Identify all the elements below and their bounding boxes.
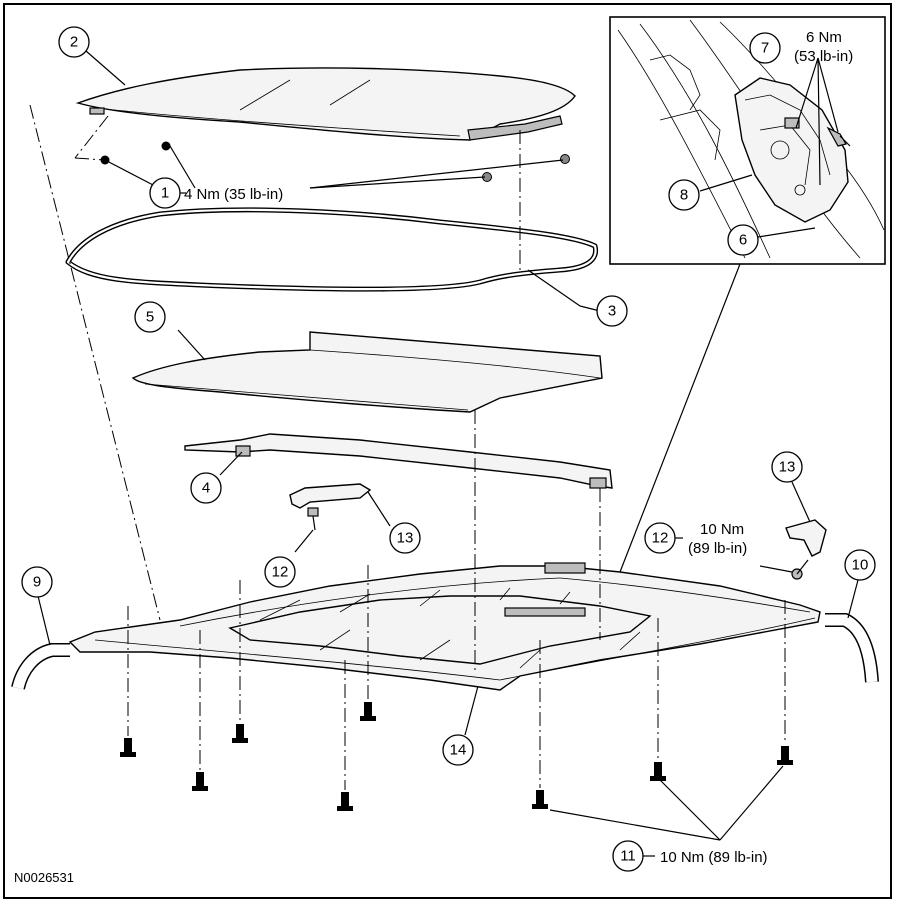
sunroof-motor — [734, 77, 849, 223]
callout-9: 9 — [21, 566, 53, 598]
callout-6: 6 — [727, 224, 759, 256]
callout-10: 10 — [844, 549, 876, 581]
callout-8: 8 — [668, 179, 700, 211]
torque-spec-item-11: 10 Nm (89 lb-in) — [660, 849, 768, 866]
svg-text:7: 7 — [761, 40, 769, 57]
callout-13-right: 13 — [771, 451, 803, 483]
callout-12-left: 12 — [264, 556, 296, 588]
svg-text:14: 14 — [450, 742, 467, 759]
torque-spec-item-7-lbin: (53 lb-in) — [794, 48, 853, 65]
svg-text:8: 8 — [680, 187, 688, 204]
svg-text:6: 6 — [739, 232, 747, 249]
svg-text:11: 11 — [620, 848, 636, 865]
trim-bracket-right — [759, 481, 827, 580]
front-left-drain-tube — [11, 595, 70, 690]
callout-1: 1 — [149, 177, 181, 209]
svg-text:1: 1 — [161, 185, 169, 202]
callout-5: 5 — [134, 301, 166, 333]
svg-text:9: 9 — [33, 574, 41, 591]
torque-spec-item-1: 4 Nm (35 lb-in) — [184, 186, 283, 203]
svg-text:12: 12 — [272, 564, 289, 581]
callout-13-left: 13 — [389, 522, 421, 554]
wind-deflector — [184, 433, 613, 489]
svg-text:12: 12 — [652, 530, 669, 547]
figure-code: N0026531 — [14, 870, 74, 885]
torque-spec-item-12-lbin: (89 lb-in) — [688, 540, 747, 557]
callout-4: 4 — [190, 472, 222, 504]
glass-panel-nuts — [74, 115, 570, 189]
projection-lines — [29, 104, 741, 670]
diagram-frame — [3, 3, 892, 899]
svg-text:13: 13 — [397, 530, 414, 547]
torque-spec-item-7-nm: 6 Nm — [806, 29, 842, 46]
sunshade — [131, 329, 603, 413]
callout-11: 11 — [612, 840, 644, 872]
motor-detail-inset — [609, 16, 886, 265]
callout-12-right: 12 — [644, 522, 676, 554]
torque-spec-item-12-nm: 10 Nm — [700, 521, 744, 538]
bracket-screw-right — [791, 559, 809, 580]
callout-7: 7 — [749, 32, 781, 64]
callout-2: 2 — [58, 26, 126, 86]
glass-panel-seal — [65, 207, 601, 312]
front-right-drain-tube — [825, 579, 879, 683]
svg-text:3: 3 — [608, 303, 616, 320]
bracket-screw-left — [307, 507, 319, 531]
callout-14: 14 — [442, 734, 474, 766]
sunroof-frame — [68, 562, 821, 736]
motor-screw — [826, 126, 851, 147]
svg-text:2: 2 — [70, 34, 78, 51]
svg-text:10: 10 — [852, 557, 869, 574]
trim-bracket-left — [289, 483, 391, 553]
frame-bolts — [120, 565, 793, 841]
svg-text:5: 5 — [146, 309, 154, 326]
callout-3: 3 — [596, 295, 628, 327]
svg-text:4: 4 — [202, 480, 210, 497]
svg-text:13: 13 — [779, 459, 796, 476]
glass-panel — [75, 67, 576, 141]
